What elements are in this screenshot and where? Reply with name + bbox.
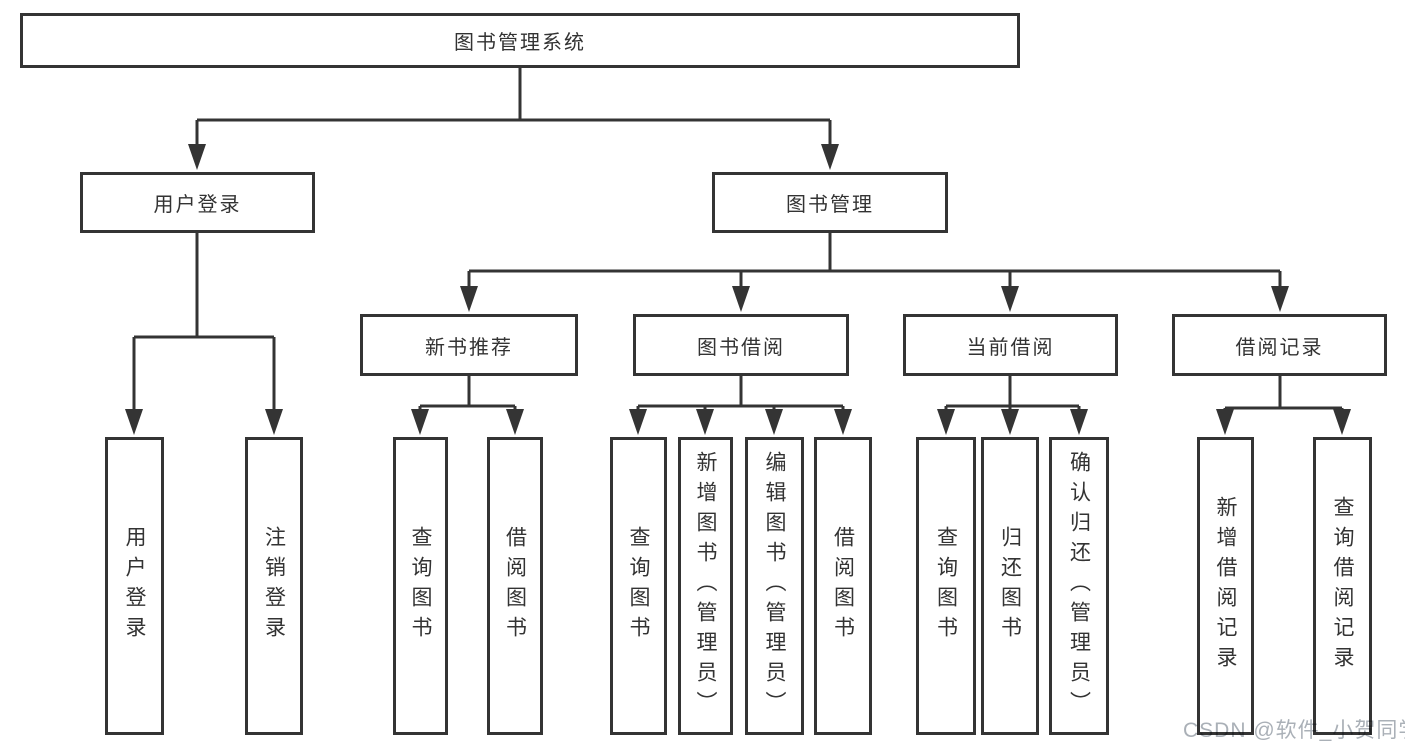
node-root-system-label: 图书管理系统 [454, 32, 586, 54]
leaf-confirm-return-admin-label: 确认归还（管理员） [1067, 451, 1091, 721]
leaf-borrow-books: 借阅图书 [814, 437, 872, 735]
node-new-book-recommend: 新书推荐 [360, 314, 578, 376]
connector-root-to-level2 [188, 68, 839, 170]
node-book-borrow: 图书借阅 [633, 314, 849, 376]
node-current-borrow-label: 当前借阅 [966, 336, 1055, 359]
leaf-borrow-books-label: 借阅图书 [831, 526, 855, 646]
leaf-query-borrow-record-label: 查询借阅记录 [1331, 496, 1354, 676]
leaf-current-query-books-label: 查询图书 [934, 526, 958, 646]
node-current-borrow: 当前借阅 [903, 314, 1118, 376]
node-book-management-label: 图书管理 [786, 194, 874, 216]
node-book-management: 图书管理 [712, 172, 948, 233]
connector-currentborrow-to-leaves [937, 376, 1088, 435]
leaf-user-login-label: 用户登录 [123, 526, 146, 646]
leaf-add-books-admin: 新增图书（管理员） [678, 437, 733, 735]
leaf-add-borrow-record: 新增借阅记录 [1197, 437, 1254, 735]
leaf-confirm-return-admin: 确认归还（管理员） [1049, 437, 1109, 735]
csdn-watermark: CSDN @软件_小贺同学 [1183, 719, 1405, 742]
connector-newbook-to-leaves [411, 376, 524, 435]
leaf-user-login: 用户登录 [105, 437, 164, 735]
node-borrow-records: 借阅记录 [1172, 314, 1387, 376]
leaf-return-books-label: 归还图书 [998, 526, 1022, 646]
leaf-logout-label: 注销登录 [262, 526, 286, 646]
leaf-return-books: 归还图书 [981, 437, 1039, 735]
leaf-recommend-query-books: 查询图书 [393, 437, 448, 735]
leaf-borrow-query-books: 查询图书 [610, 437, 667, 735]
node-new-book-recommend-label: 新书推荐 [425, 336, 513, 359]
leaf-borrow-query-books-label: 查询图书 [627, 526, 650, 646]
leaf-edit-books-admin: 编辑图书（管理员） [745, 437, 804, 735]
node-book-borrow-label: 图书借阅 [697, 336, 785, 359]
connector-userlogin-to-leaves [125, 233, 283, 435]
leaf-query-borrow-record: 查询借阅记录 [1313, 437, 1372, 735]
node-user-login-label: 用户登录 [153, 194, 242, 216]
node-borrow-records-label: 借阅记录 [1235, 336, 1324, 359]
leaf-add-borrow-record-label: 新增借阅记录 [1214, 496, 1237, 676]
connector-borrowrecords-to-leaves [1216, 376, 1351, 435]
leaf-logout: 注销登录 [245, 437, 303, 735]
leaf-current-query-books: 查询图书 [916, 437, 976, 735]
leaf-edit-books-admin-label: 编辑图书（管理员） [763, 451, 786, 721]
connector-bookmgmt-to-level3 [460, 233, 1289, 312]
leaf-recommend-borrow-books-label: 借阅图书 [503, 526, 527, 646]
node-root-system: 图书管理系统 [20, 13, 1020, 68]
leaf-recommend-query-books-label: 查询图书 [409, 526, 432, 646]
leaf-add-books-admin-label: 新增图书（管理员） [694, 451, 717, 721]
connector-bookborrow-to-leaves [629, 376, 852, 435]
node-user-login: 用户登录 [80, 172, 315, 233]
leaf-recommend-borrow-books: 借阅图书 [487, 437, 543, 735]
